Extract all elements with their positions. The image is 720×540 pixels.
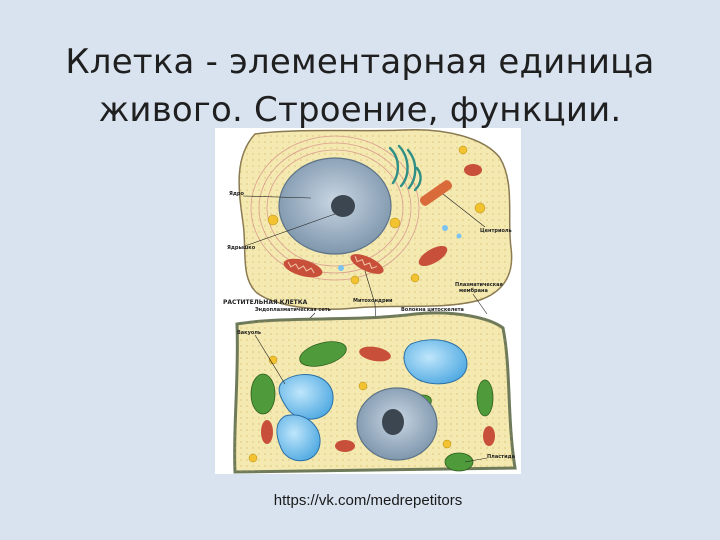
animal-er	[250, 135, 420, 281]
cell-diagram: Ядро Ядрышко Центриоль РАСТИТЕЛЬНАЯ КЛЕТ…	[215, 128, 521, 474]
label-cytoskeleton: Волокна цитоскелета	[401, 307, 464, 313]
centriole	[419, 180, 453, 206]
animal-leader-lines	[242, 193, 486, 247]
slide-title: Клетка - элементарная единица живого. Ст…	[40, 38, 680, 134]
animal-mitochondria	[283, 164, 482, 278]
label-nucleolus: Ядрышко	[227, 245, 256, 251]
slide-title-line-1: Клетка - элементарная единица	[65, 42, 655, 82]
animal-vesicles	[338, 225, 462, 271]
label-core: Ядро	[229, 191, 244, 197]
vacuoles	[276, 339, 468, 462]
label-plasma-membrane-2: мембрана	[459, 287, 488, 294]
cell-diagram-svg: Ядро Ядрышко Центриоль РАСТИТЕЛЬНАЯ КЛЕТ…	[223, 129, 517, 474]
animal-granules	[267, 145, 486, 285]
plant-nucleolus	[382, 409, 404, 435]
plant-mitochondria	[261, 346, 495, 452]
label-plant-cell: РАСТИТЕЛЬНАЯ КЛЕТКА	[223, 299, 308, 306]
animal-nucleolus	[331, 195, 355, 217]
label-plastid: Пластида	[487, 454, 515, 460]
label-centriole: Центриоль	[480, 228, 512, 234]
label-mitochondria: Митохондрии	[353, 298, 393, 304]
slide-title-line-2: живого. Строение, функции.	[98, 90, 622, 130]
label-plasma-membrane-1: Плазматическая	[455, 282, 503, 288]
plant-cell: Вакуоль Пластида	[233, 311, 517, 474]
label-er: Эндоплазматическая сеть	[255, 307, 331, 313]
source-link[interactable]: https://vk.com/medrepetitors	[273, 492, 463, 509]
plant-granules	[248, 355, 452, 463]
label-vacuole: Вакуоль	[237, 330, 261, 336]
animal-cell: Ядро Ядрышко Центриоль	[227, 129, 513, 310]
golgi-apparatus	[388, 144, 422, 192]
